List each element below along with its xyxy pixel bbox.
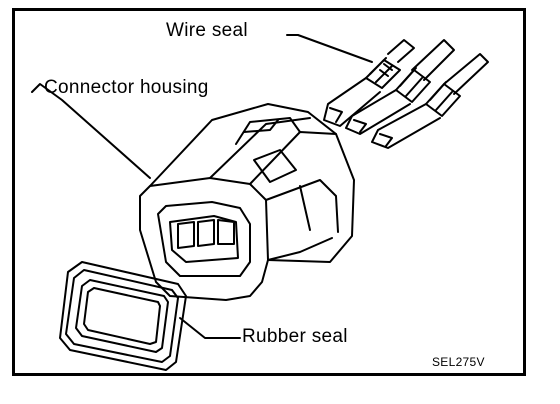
connector-housing-leader — [31, 83, 151, 179]
figure-code: SEL275V — [432, 355, 485, 369]
wire-seal-label: Wire seal — [166, 20, 248, 41]
terminal-2 — [345, 39, 455, 135]
rubber-seal — [59, 261, 187, 371]
diagram-frame — [12, 8, 526, 376]
rubber-seal-leader — [179, 317, 241, 339]
connector-housing-label: Connector housing — [44, 77, 209, 98]
terminal-1 — [323, 39, 415, 127]
rubber-seal-label: Rubber seal — [242, 326, 348, 347]
terminal-3 — [371, 53, 489, 149]
connector-housing — [139, 103, 355, 301]
wire-seal-leader — [286, 34, 373, 63]
